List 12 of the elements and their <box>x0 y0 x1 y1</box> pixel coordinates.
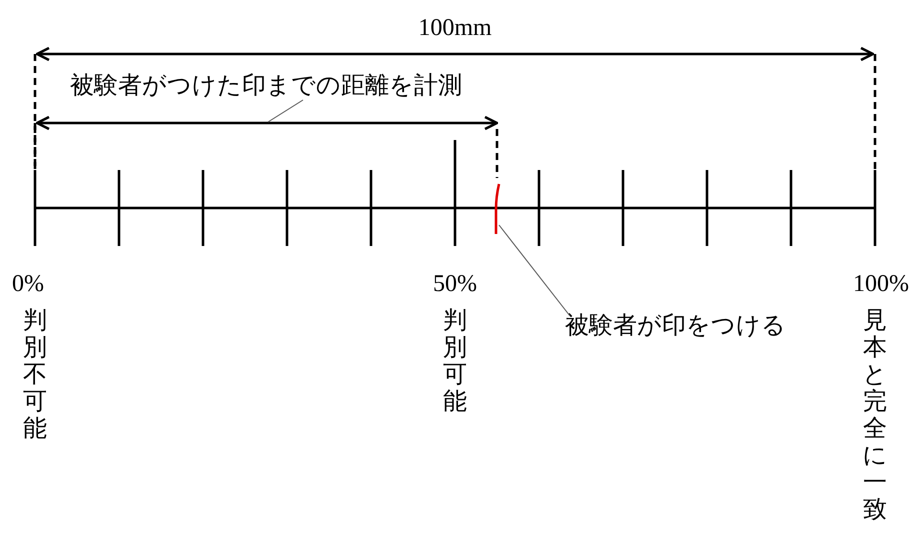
subject-mark <box>493 183 501 235</box>
scale-label: 100% <box>853 270 909 298</box>
anchor-label: 判別可能 <box>442 308 468 416</box>
anchor-label: 判別不可能 <box>22 308 48 443</box>
annotation-text: 被験者がつけた印までの距離を計測 <box>70 72 462 100</box>
scale-label: 0% <box>12 270 44 298</box>
annotation-text: 被験者が印をつける <box>565 312 786 340</box>
anchor-label: 見本と完全に一致 <box>862 308 888 524</box>
scale-label: 50% <box>433 270 477 298</box>
leader-line <box>498 224 570 316</box>
dimension-label: 100mm <box>417 14 493 42</box>
leader-line <box>268 100 304 122</box>
